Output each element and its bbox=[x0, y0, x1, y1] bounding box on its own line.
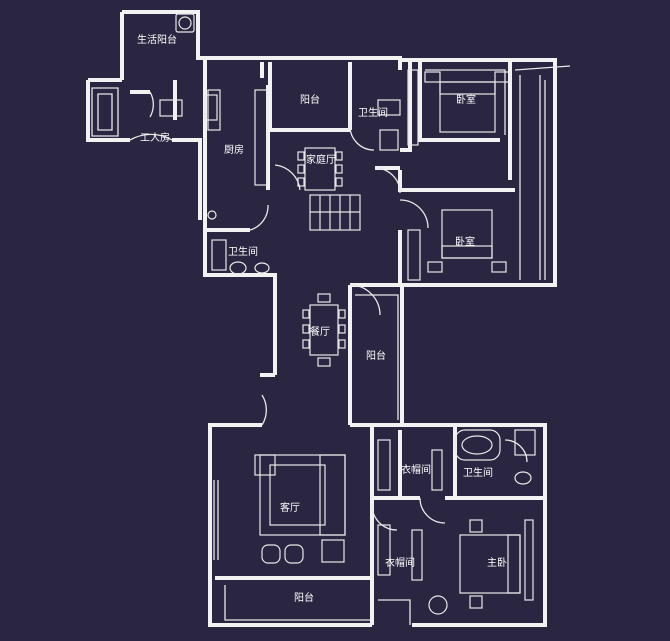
room-label-balcony-mid: 阳台 bbox=[366, 349, 386, 362]
room-label-closet-top: 衣帽间 bbox=[401, 463, 431, 476]
room-label-maid-room: 工人房 bbox=[140, 131, 170, 144]
room-labels: 生活阳台 工人房 厨房 阳台 卫生间 卧室 家庭厅 卫生间 卧室 餐厅 阳台 客… bbox=[137, 33, 507, 604]
room-label-balcony-top: 阳台 bbox=[300, 93, 320, 106]
room-label-bedroom-mid: 卧室 bbox=[455, 235, 475, 248]
walls bbox=[86, 10, 557, 627]
furniture bbox=[159, 13, 536, 615]
room-label-dining-room: 餐厅 bbox=[310, 325, 330, 338]
room-label-living-room: 客厅 bbox=[280, 501, 300, 514]
doors bbox=[129, 91, 528, 531]
room-label-bathroom-master: 卫生间 bbox=[463, 466, 493, 479]
room-label-closet-bottom: 衣帽间 bbox=[385, 556, 415, 569]
room-label-bathroom-top: 卫生间 bbox=[358, 106, 388, 119]
room-label-utility-balcony: 生活阳台 bbox=[137, 33, 177, 46]
room-label-master-bedroom: 主卧 bbox=[487, 556, 507, 569]
room-label-balcony-bottom: 阳台 bbox=[294, 591, 314, 604]
room-label-bathroom-mid: 卫生间 bbox=[228, 245, 258, 258]
details bbox=[91, 65, 571, 625]
room-label-kitchen: 厨房 bbox=[224, 143, 244, 156]
room-label-bedroom-top: 卧室 bbox=[456, 93, 476, 106]
room-label-family-room: 家庭厅 bbox=[306, 153, 336, 166]
